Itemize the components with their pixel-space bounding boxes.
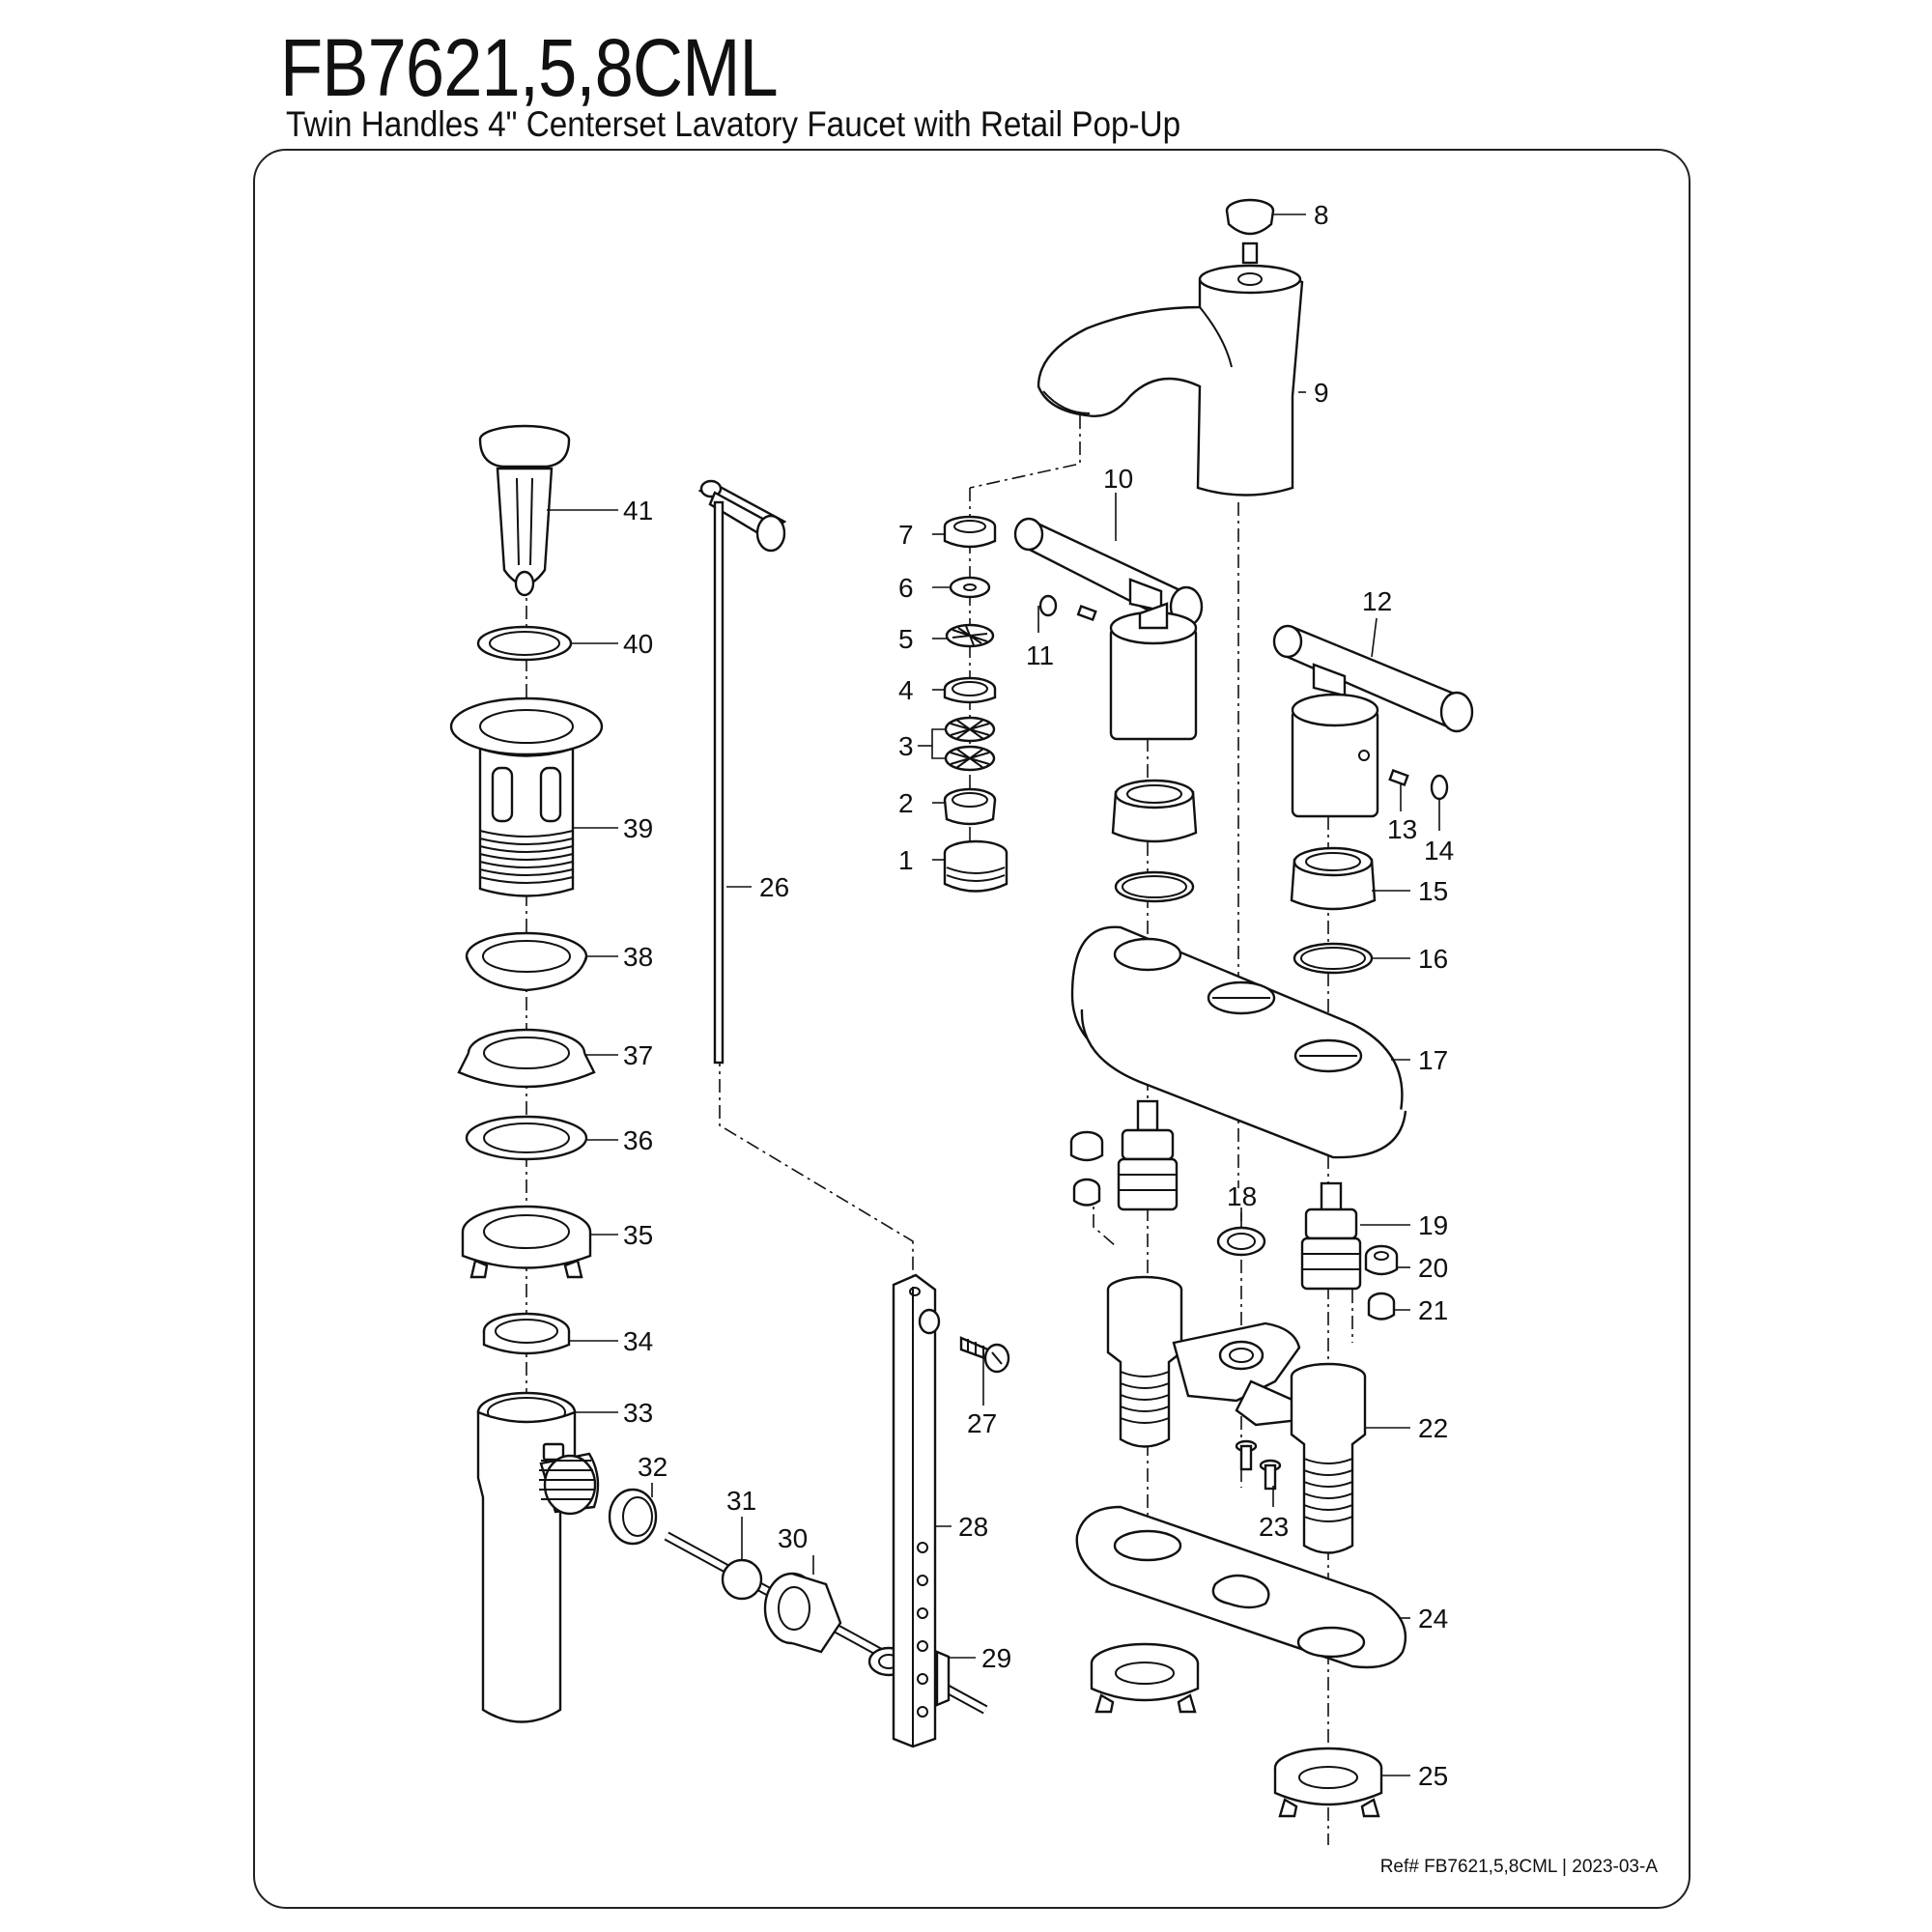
callout-30: 30 [778,1523,808,1553]
callout-40: 40 [623,629,653,659]
callout-18: 18 [1227,1181,1257,1211]
callout-34: 34 [623,1326,653,1356]
pivot-washer-part [608,1488,658,1546]
callout-3: 3 [898,731,914,761]
callout-38: 38 [623,942,653,972]
clevis-strap-part [892,1273,941,1748]
model-number-title: FB7621,5,8CML [280,22,779,113]
diagram-frame [253,149,1690,1909]
callout-23: 23 [1259,1512,1289,1542]
spout-gasket-part [1216,1226,1266,1257]
callout-29: 29 [981,1643,1011,1673]
friction-washer-part [465,1115,588,1161]
left-cartridge-part [1069,1099,1179,1211]
right-handle-set-screw-part [1388,769,1449,801]
callout-31: 31 [726,1486,756,1516]
tailpiece-washer-part [482,1312,571,1355]
callout-2: 2 [898,788,914,818]
right-bonnet-nut-part [1290,846,1377,911]
callout-5: 5 [898,624,914,654]
callout-16: 16 [1418,944,1448,974]
drain-flange-body-part [449,696,604,897]
mounting-screws-part [1235,1439,1282,1491]
pivot-nut-part [763,1572,842,1654]
callout-27: 27 [967,1408,997,1438]
callout-21: 21 [1418,1295,1448,1325]
right-cartridge-part [1300,1181,1362,1291]
callout-4: 4 [898,675,914,705]
drain-tailpiece-part [476,1391,600,1723]
product-description: Twin Handles 4" Centerset Lavatory Fauce… [286,104,1181,144]
aerator-stack-part [943,515,1009,893]
callout-26: 26 [759,872,789,902]
pop-up-stopper-part [478,424,571,597]
callout-leader-lines [547,213,1440,1776]
callout-10: 10 [1103,464,1133,494]
spout-body-part [1037,264,1304,497]
left-handle-set-screw-part [1038,594,1097,622]
callout-32: 32 [638,1452,668,1482]
clevis-screw-part [959,1336,1010,1374]
callout-19: 19 [1418,1210,1448,1240]
callout-24: 24 [1418,1604,1448,1634]
callout-15: 15 [1418,876,1448,906]
callout-14: 14 [1424,836,1454,866]
callout-13: 13 [1387,814,1417,844]
callout-11: 11 [1026,640,1054,670]
callout-20: 20 [1418,1253,1448,1283]
callout-36: 36 [623,1125,653,1155]
callout-1: 1 [898,845,914,875]
callout-39: 39 [623,813,653,843]
valve-body-part [1106,1275,1367,1554]
callout-35: 35 [623,1220,653,1250]
callout-8: 8 [1314,200,1329,230]
left-bonnet-nut-part [1111,779,1198,903]
callout-numbers: 1 2 3 4 5 6 7 8 9 10 11 12 13 14 15 16 1… [623,200,1454,1791]
lift-rod-part [697,479,787,1065]
callout-28: 28 [958,1512,988,1542]
escutcheon-plate-part [1070,925,1407,1159]
lift-knob-part [1225,198,1275,265]
rubber-gasket-part [457,1028,596,1089]
stopper-gasket-part [476,625,573,662]
callout-6: 6 [898,573,914,603]
callout-25: 25 [1418,1761,1448,1791]
callout-37: 37 [623,1040,653,1070]
base-gasket-plate-part [1075,1505,1407,1669]
reference-number: Ref# FB7621,5,8CML | 2023-03-A [1379,1857,1658,1877]
drain-lock-nut-part [461,1205,592,1279]
callout-33: 33 [623,1398,653,1428]
callout-17: 17 [1418,1045,1448,1075]
mounting-nuts-part [1090,1642,1383,1818]
flange-washer-part [465,931,588,992]
seat-and-spring-part [1364,1244,1399,1321]
callout-7: 7 [898,520,914,550]
left-handle-part [1013,517,1204,741]
callout-41: 41 [623,496,653,526]
callout-9: 9 [1314,378,1329,408]
right-handle-part [1272,624,1474,818]
callout-12: 12 [1362,586,1392,616]
bonnet-o-ring-part [1293,942,1374,975]
callout-22: 22 [1418,1413,1448,1443]
